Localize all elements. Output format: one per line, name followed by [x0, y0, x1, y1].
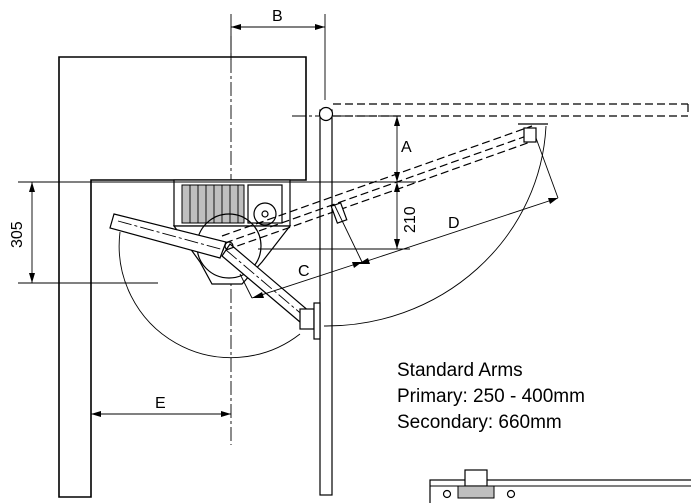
dimension-305: 305	[9, 182, 158, 284]
door-leaf-closed	[318, 106, 334, 496]
dimension-b: B	[230, 8, 326, 100]
label-b: B	[272, 8, 283, 25]
label-d: D	[448, 215, 460, 232]
dimension-c: C	[239, 203, 363, 299]
label-305: 305	[9, 221, 26, 248]
dimension-e: E	[91, 395, 231, 417]
label-a: A	[401, 139, 412, 156]
label-e: E	[155, 395, 166, 412]
dimension-210: 210	[258, 182, 419, 250]
operator-unit	[172, 179, 292, 285]
label-210: 210	[402, 206, 419, 233]
note-line-1: Standard Arms	[397, 360, 523, 381]
standard-arms-note: Standard Arms Primary: 250 - 400mm Secon…	[397, 360, 585, 433]
arm-detail-partial	[429, 469, 691, 503]
door-leaf-open	[333, 103, 689, 117]
note-line-3: Secondary: 660mm	[397, 412, 562, 433]
dimension-d: D	[357, 137, 559, 265]
dimension-a: A	[394, 116, 412, 182]
wall-outline	[58, 56, 307, 498]
swing-arcs	[118, 125, 547, 359]
primary-arm	[221, 243, 321, 340]
label-c: C	[298, 263, 310, 280]
secondary-arm	[109, 213, 227, 259]
note-line-2: Primary: 250 - 400mm	[397, 386, 585, 407]
